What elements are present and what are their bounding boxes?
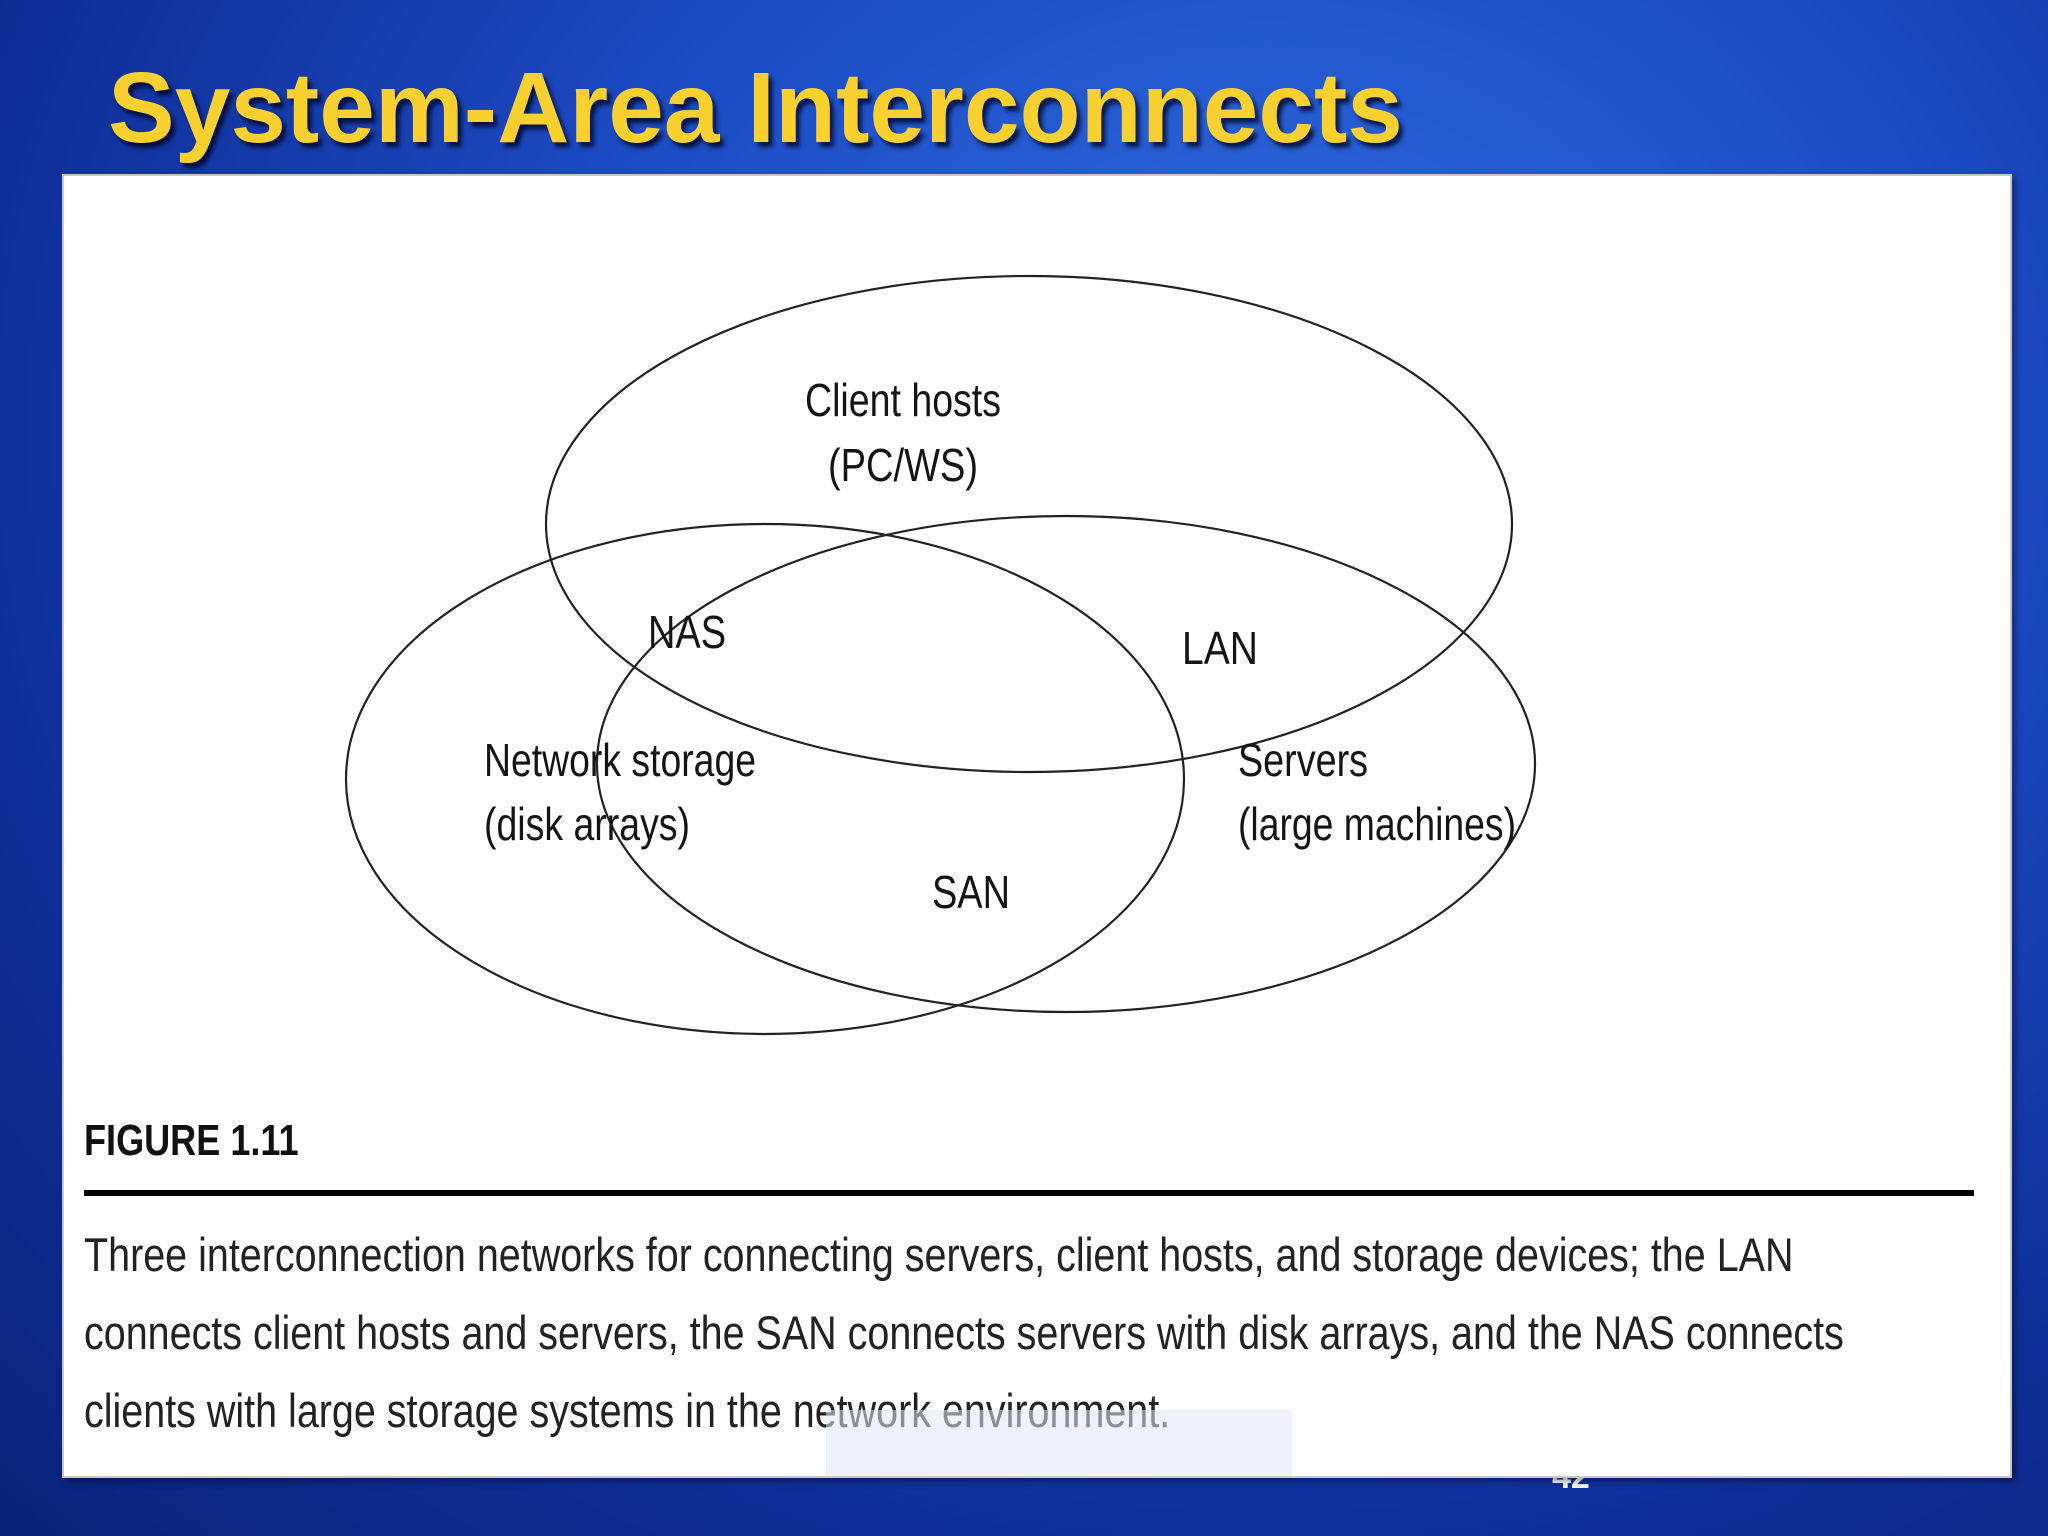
servers-sublabel: (large machines)	[1238, 798, 1516, 850]
servers-set	[595, 514, 1537, 1014]
client-hosts-sublabel: (PC/WS)	[828, 439, 978, 491]
figure-divider	[84, 1190, 1974, 1196]
venn-diagram: Client hosts (PC/WS) NAS LAN Network sto…	[344, 274, 1537, 1036]
servers-label: Servers	[1238, 734, 1368, 786]
network-storage-set	[344, 522, 1186, 1036]
slide-title: System-Area Interconnects	[108, 52, 1403, 164]
san-label: SAN	[932, 866, 1010, 918]
lan-label: LAN	[1182, 622, 1258, 674]
network-storage-sublabel: (disk arrays)	[484, 798, 690, 850]
network-storage-label: Network storage	[484, 734, 756, 786]
client-hosts-set	[544, 274, 1514, 774]
figure-panel: Client hosts (PC/WS) NAS LAN Network sto…	[62, 174, 2012, 1478]
nas-label: NAS	[648, 606, 726, 658]
figure-label: FIGURE 1.11	[84, 1116, 299, 1165]
caption-overlay	[826, 1410, 1292, 1476]
client-hosts-label: Client hosts	[805, 374, 1001, 426]
